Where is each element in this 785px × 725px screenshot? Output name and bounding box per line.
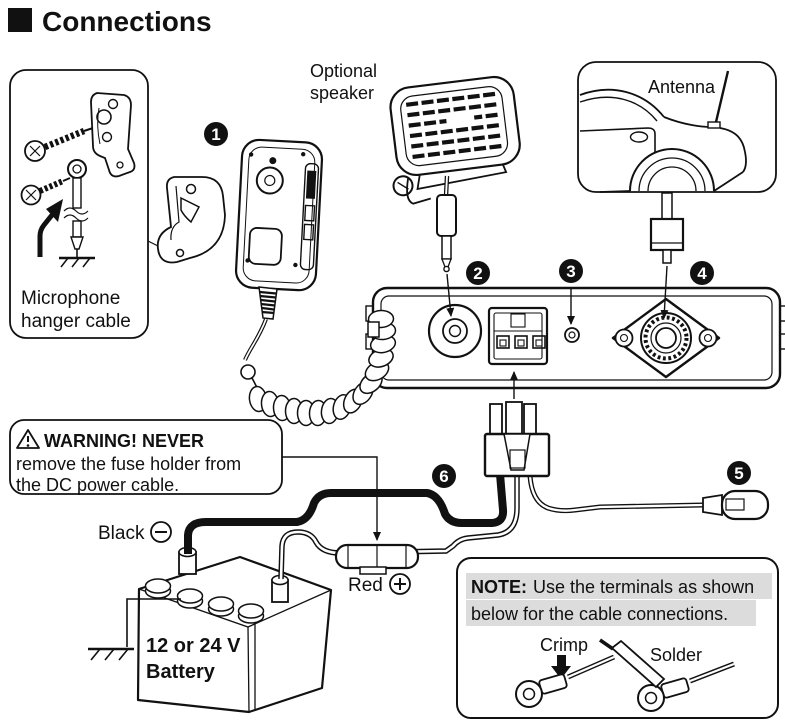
red-power-cable xyxy=(278,476,520,580)
svg-text:3: 3 xyxy=(566,262,575,281)
battery-label-line1: 12 or 24 V xyxy=(146,635,241,657)
antenna-panel: Antenna xyxy=(577,61,777,319)
page-title: Connections xyxy=(42,6,212,37)
warning-line2: remove the fuse holder from xyxy=(16,454,241,474)
optional-speaker-label-line2: speaker xyxy=(310,83,374,103)
note-heading: NOTE: xyxy=(471,577,527,597)
antenna-coax-plug xyxy=(649,192,685,264)
plus-icon xyxy=(389,573,411,595)
warning-line3: the DC power cable. xyxy=(16,475,179,495)
dc-power-plug xyxy=(483,401,551,478)
crimp-terminal-illustration xyxy=(515,654,615,708)
accessory-wire xyxy=(527,475,770,521)
note-highlight xyxy=(466,573,772,599)
mic-coiled-cord xyxy=(248,309,397,427)
black-wire-label: Black xyxy=(98,521,172,544)
minus-icon xyxy=(150,521,172,543)
svg-text:6: 6 xyxy=(439,467,448,486)
antenna-base xyxy=(707,121,721,129)
battery-cell-caps xyxy=(144,578,265,624)
mic-hanger-bracket-side xyxy=(156,176,226,264)
svg-text:Red: Red xyxy=(348,575,383,596)
accessory-connector xyxy=(720,489,770,521)
callout-1-badge: 1 xyxy=(204,122,228,146)
ext-speaker-jack xyxy=(427,303,483,359)
battery: 12 or 24 V Battery xyxy=(88,546,333,714)
warning-heading: WARNING! NEVER xyxy=(44,431,204,451)
ground-wire xyxy=(126,598,181,647)
speaker-plug-arrow xyxy=(446,273,455,317)
callout-6-badge: 6 xyxy=(432,464,456,488)
dc-power-connector xyxy=(487,306,549,366)
screw-icon xyxy=(20,177,71,206)
callout-4-badge: 4 xyxy=(690,261,714,285)
solder-terminal-illustration xyxy=(599,638,735,712)
fuse-holder xyxy=(334,543,420,575)
callout-2-badge: 2 xyxy=(466,261,490,285)
optional-speaker: Optional speaker xyxy=(310,61,521,317)
callout-5-badge: 5 xyxy=(727,461,751,485)
speaker-phone-plug xyxy=(436,194,457,273)
section-marker-square xyxy=(8,8,32,32)
mic-hanger-cable-stud xyxy=(59,159,95,268)
crimp-arrow xyxy=(551,655,571,679)
svg-text:Black: Black xyxy=(98,523,145,544)
solder-label: Solder xyxy=(650,645,702,665)
ignition-sense-jack xyxy=(564,327,580,343)
note-line2: below for the cable connections. xyxy=(471,604,728,624)
note-highlight xyxy=(466,600,756,626)
crimp-label: Crimp xyxy=(540,635,588,655)
car-illustration xyxy=(579,70,747,193)
rear-panel xyxy=(365,286,785,390)
svg-text:5: 5 xyxy=(734,464,743,483)
callout-3-badge: 3 xyxy=(559,259,583,283)
note-box: NOTE: Use the terminals as shown below fo… xyxy=(456,557,779,719)
svg-text:2: 2 xyxy=(473,264,482,283)
ground-symbol xyxy=(88,647,134,661)
svg-text:1: 1 xyxy=(211,125,220,144)
note-line1: NOTE: Use the terminals as shown xyxy=(471,577,754,597)
hanger-cable-arrow xyxy=(37,199,63,257)
red-wire-label: Red xyxy=(348,573,411,596)
antenna-plug-arrow xyxy=(660,265,669,319)
note-line1-rest: Use the terminals as shown xyxy=(533,577,754,597)
mic-strain-relief xyxy=(258,286,278,320)
microphone xyxy=(234,138,397,427)
warning-box: WARNING! NEVER remove the fuse holder fr… xyxy=(9,419,283,495)
warning-leader-arrow xyxy=(282,456,381,541)
antenna-whip xyxy=(714,70,730,123)
battery-positive-terminal xyxy=(271,574,289,603)
warning-icon xyxy=(16,429,40,449)
mic-hanger-label-line1: Microphone xyxy=(21,288,120,309)
battery-label-line2: Battery xyxy=(146,661,216,683)
black-power-cable xyxy=(184,473,508,554)
soldering-iron-icon xyxy=(599,638,666,689)
mic-hanger-panel: Microphone hanger cable xyxy=(9,69,149,339)
mic-hanger-bracket xyxy=(90,92,136,178)
mic-hanger-label-line2: hanger cable xyxy=(21,311,131,332)
optional-speaker-label-line1: Optional xyxy=(310,61,377,81)
antenna-label: Antenna xyxy=(648,77,716,97)
svg-text:4: 4 xyxy=(697,264,707,283)
section-header: Connections xyxy=(8,6,212,37)
antenna-connector-socket xyxy=(611,297,721,379)
